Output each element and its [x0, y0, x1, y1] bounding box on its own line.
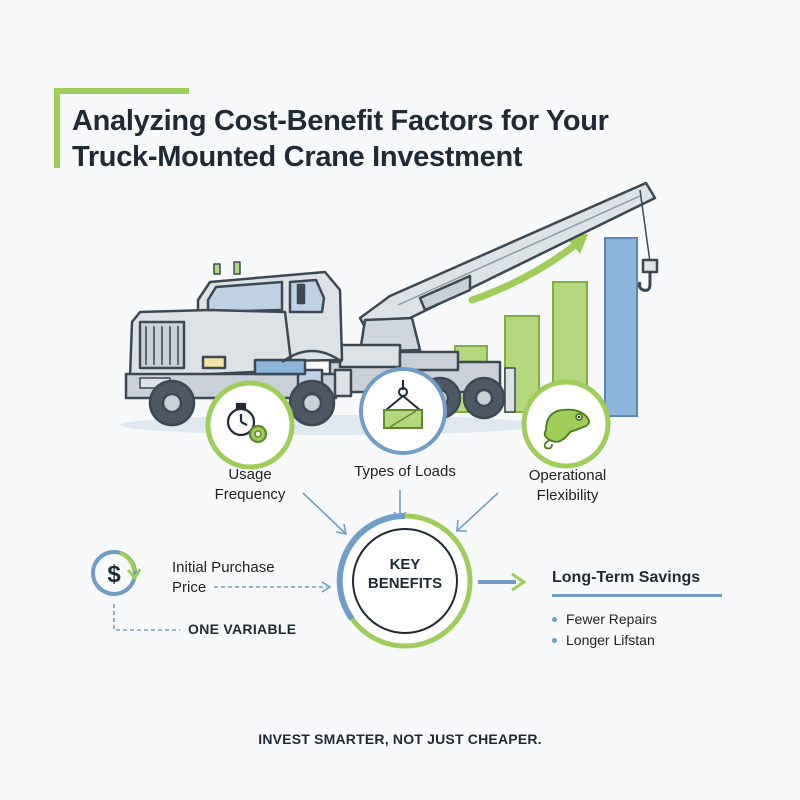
- operational-flexibility-line-1: Operational: [528, 467, 607, 484]
- dollar-cycle-icon: $: [91, 550, 142, 596]
- hub-ring-accent: [336, 512, 406, 621]
- price-connector-head: [321, 581, 332, 593]
- savings-list-item: Fewer Repairs: [552, 609, 657, 630]
- crane-boom: [358, 181, 659, 354]
- page-title-line-1: Analyzing Cost-Benefit Factors for Your: [72, 105, 609, 137]
- chameleon-icon: [543, 408, 590, 450]
- operational-flexibility-line-2: Flexibility: [536, 487, 599, 504]
- key-benefits-label: KEY BENEFITS: [345, 555, 465, 593]
- usage-frequency-label: Usage Frequency: [200, 465, 300, 505]
- long-term-savings-heading: Long-Term Savings: [552, 569, 701, 586]
- one-variable-label: ONE VARIABLE: [188, 621, 297, 637]
- title-accent-bar-top: [54, 88, 189, 94]
- usage-frequency-line-1: Usage: [228, 466, 272, 483]
- truck: [124, 261, 516, 427]
- growth-arrow: [468, 241, 579, 304]
- initial-purchase-price-label: Initial Purchase Price: [172, 558, 275, 598]
- long-term-savings-list: Fewer Repairs Longer Lifstan: [552, 609, 657, 651]
- operational-flexibility-label: Operational Flexibility: [510, 466, 625, 506]
- types-of-loads-line-1: Types of Loads: [354, 463, 456, 480]
- usage-frequency-line-2: Frequency: [214, 486, 286, 503]
- long-term-savings-underline: [552, 594, 722, 597]
- title-accent-bar: [54, 88, 60, 168]
- page-title-line-2: Truck-Mounted Crane Investment: [72, 141, 523, 173]
- operational-flexibility-node: [521, 379, 611, 469]
- usage-frequency-node: [205, 380, 295, 470]
- initial-purchase-price-line-1: Initial Purchase: [172, 559, 275, 576]
- page-title: Analyzing Cost-Benefit Factors for Your …: [72, 103, 672, 175]
- hook-load-icon: [383, 380, 423, 429]
- stopwatch-gear-icon: [226, 402, 268, 444]
- types-of-loads-label: Types of Loads: [335, 462, 475, 482]
- initial-purchase-price-line-2: Price: [172, 579, 207, 596]
- key-benefits-line-1: KEY: [389, 556, 421, 573]
- growth-bar-4: [604, 237, 638, 417]
- variable-connector: [113, 604, 180, 631]
- types-of-loads-node: [359, 367, 447, 455]
- savings-arrow-head: [511, 572, 527, 592]
- key-benefits-line-2: BENEFITS: [367, 575, 443, 592]
- tagline: INVEST SMARTER, NOT JUST CHEAPER.: [258, 731, 542, 747]
- hub-inner-ring: [352, 528, 458, 634]
- key-benefits-hub: [336, 512, 473, 649]
- svg-text:$: $: [107, 561, 121, 588]
- savings-list-item: Longer Lifstan: [552, 630, 657, 651]
